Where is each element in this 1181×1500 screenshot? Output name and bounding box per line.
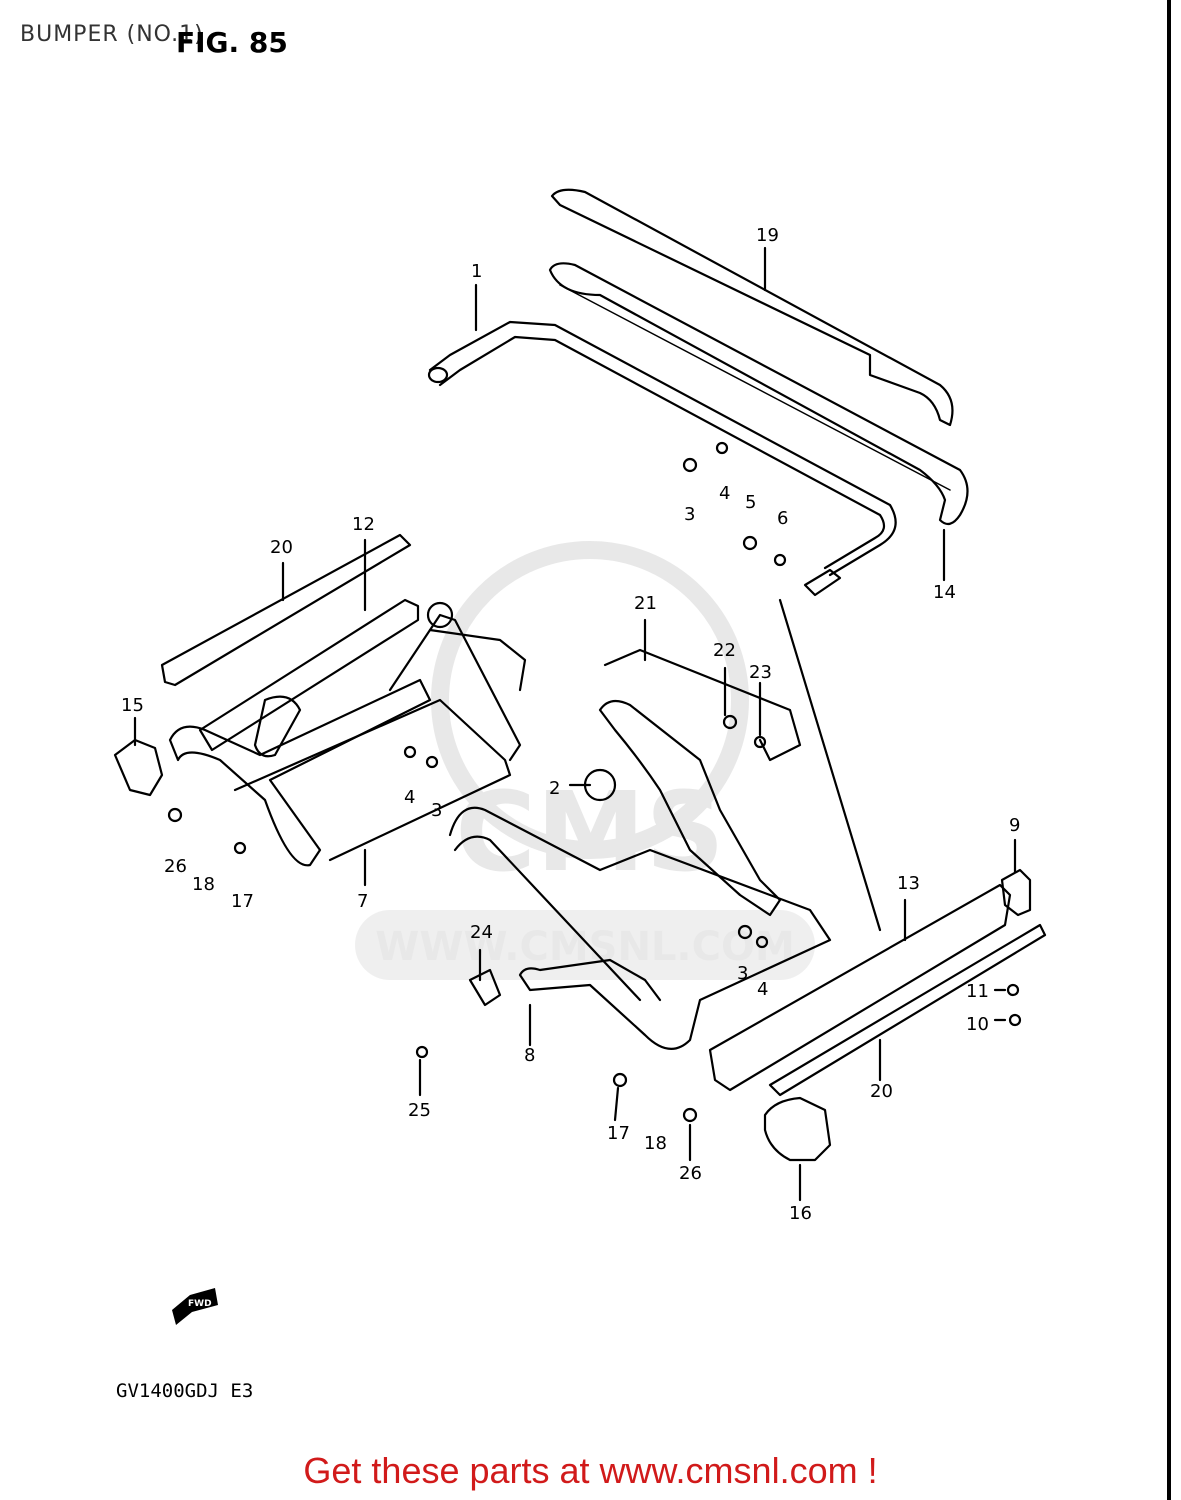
callout-3b: 3 [431,800,442,821]
watermark-brand: CMS [455,768,724,896]
callout-20a: 20 [270,537,293,558]
callout-16: 16 [789,1203,812,1224]
part-16-end-cap [763,1096,832,1162]
callout-20b: 20 [870,1081,893,1102]
model-code: GV1400GDJ E3 [116,1380,254,1402]
callout-22: 22 [713,640,736,661]
page-label: BUMPER (NO.1) [20,22,204,47]
fwd-label: FWD [188,1299,212,1309]
callout-13: 13 [897,873,920,894]
figure-title: FIG. 85 [176,26,288,59]
callout-3a: 3 [684,504,695,525]
callout-10: 10 [966,1014,989,1035]
part-8-right-frame [448,806,832,1050]
part-12-strip [198,598,420,752]
part-20-left-strip [160,533,412,687]
callout-4a: 4 [719,483,730,504]
callout-23: 23 [749,662,772,683]
callout-5: 5 [745,492,756,513]
fwd-arrow: FWD [172,1288,218,1325]
callout-12: 12 [352,514,375,535]
callout-18b: 18 [644,1133,667,1154]
callout-labels: 1 19 3 4 5 6 14 12 20 21 22 23 15 2 4 3 … [121,225,1020,1224]
callout-2: 2 [549,778,560,799]
part-15-end-cap [113,738,164,797]
callout-9: 9 [1009,815,1020,836]
callout-18a: 18 [192,874,215,895]
part-1-rear-rail [428,320,897,577]
page-edge-rule [1167,0,1171,1500]
callout-6: 6 [777,508,788,529]
callout-7: 7 [357,891,368,912]
part-24-bracket [468,968,502,1007]
callout-17b: 17 [607,1123,630,1144]
callout-8: 8 [524,1045,535,1066]
callout-24: 24 [470,922,493,943]
callout-15: 15 [121,695,144,716]
part-9-bracket [1000,868,1032,917]
callout-11: 11 [966,981,989,1002]
callout-21: 21 [634,593,657,614]
callout-19: 19 [756,225,779,246]
watermark-url: WWW.CMSNL.COM [375,924,795,970]
callout-14: 14 [933,582,956,603]
watermark-banner [355,910,815,980]
part-14-rear-bumper [548,262,969,526]
part-19-trim-strip [550,188,954,427]
callout-17a: 17 [231,891,254,912]
callout-1: 1 [471,261,482,282]
cta-link-text[interactable]: Get these parts at www.cmsnl.com ! [303,1450,878,1491]
callout-4c: 4 [757,979,768,1000]
callout-26a: 26 [164,856,187,877]
part-20-right-strip [768,923,1047,1097]
part-7-left-frame [168,678,432,867]
callout-4b: 4 [404,787,415,808]
callout-3c: 3 [737,963,748,984]
callout-25: 25 [408,1100,431,1121]
callout-26b: 26 [679,1163,702,1184]
part-13-strip [708,883,1012,1092]
watermark: CMS WWW.CMSNL.COM [355,541,815,980]
